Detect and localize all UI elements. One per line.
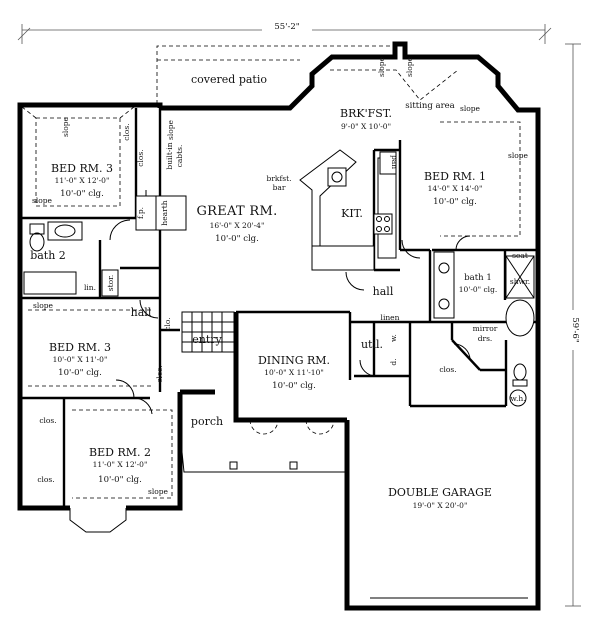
kitchen-counters — [299, 149, 397, 271]
closet-label-5: clos. — [39, 416, 56, 425]
bath2-fixtures — [23, 221, 119, 297]
porch-label: porch — [191, 415, 223, 428]
dining-size: 10'-0" X 11'-10" — [264, 368, 324, 377]
entry-tile — [181, 311, 235, 353]
closet-label-4: clos. — [155, 365, 164, 382]
garage-label: DOUBLE GARAGE — [388, 486, 492, 499]
linen-closet-label: lin. — [84, 283, 96, 292]
bay-window — [69, 508, 127, 533]
hall-right-label: hall — [373, 285, 394, 298]
bed3-mid-ceiling: 10'-0" clg. — [58, 368, 102, 378]
brkfst-bar-label-2: bar — [273, 183, 286, 192]
bed3-top-label: BED RM. 3 — [51, 162, 113, 175]
bed2-label: BED RM. 2 — [89, 446, 151, 459]
closet-label-7: clos. — [439, 365, 456, 374]
covered-patio-outline — [156, 45, 390, 104]
kitchen-label: KIT. — [341, 207, 363, 220]
closet-label-6: clos. — [37, 475, 54, 484]
pantry-label: pan — [390, 155, 399, 169]
depth-dimension: 59'-6" — [570, 317, 580, 342]
builtin-label: built-in — [165, 142, 174, 169]
slope-label-7: slope — [508, 151, 529, 160]
bed2-ceiling: 10'-0" clg. — [98, 475, 142, 485]
bath1-ceiling: 10'-0" clg. — [459, 285, 498, 294]
bed3-top-size: 11'-0" X 12'-0" — [55, 176, 110, 185]
great-room-size: 16'-0" X 20'-4" — [210, 221, 265, 230]
cabinets-label: cabts. — [175, 145, 184, 168]
closet-label-3: clo. — [163, 317, 172, 330]
entry-label: entry — [192, 333, 222, 346]
slope-label-8: slope — [33, 301, 54, 310]
washer-label: w. — [389, 334, 398, 342]
slope-label-5: slope — [405, 56, 414, 77]
slope-label-6: slope — [460, 104, 481, 113]
slope-label-4: slope — [377, 56, 386, 77]
door-swings — [109, 219, 471, 415]
slope-label-1: slope — [61, 116, 70, 137]
brkfst-label: BRK'FST. — [340, 107, 392, 120]
bed1-size: 14'-0" X 14'-0" — [428, 184, 483, 193]
bath1-label: bath 1 — [464, 273, 492, 283]
dining-ceiling: 10'-0" clg. — [272, 381, 316, 391]
bed3-mid-size: 10'-0" X 11'-0" — [53, 355, 108, 364]
fireplace — [135, 190, 187, 231]
bath1-fixtures — [433, 251, 535, 407]
bed1-label: BED RM. 1 — [424, 170, 486, 183]
seat-label: seat — [512, 251, 528, 260]
brkfst-bar-label-1: brkfst. — [267, 174, 292, 183]
mirror-label: mirror — [473, 324, 498, 333]
exterior-walls — [17, 41, 541, 611]
shower-label: shwr. — [510, 277, 530, 286]
bed3-top-ceiling: 10'-0" clg. — [60, 189, 104, 199]
slope-label-3: slope — [166, 119, 175, 140]
slope-label-9: slope — [148, 487, 169, 496]
ceiling-slope-lines — [21, 69, 521, 499]
great-room-label: GREAT RM. — [196, 204, 277, 219]
util-label: util. — [361, 338, 383, 351]
bed2-size: 11'-0" X 12'-0" — [93, 460, 148, 469]
brkfst-size: 9'-0" X 10'-0" — [341, 122, 391, 131]
closet-label-1: clos. — [122, 123, 131, 140]
closet-label-2: clos. — [136, 149, 145, 166]
dining-label: DINING RM. — [258, 354, 330, 367]
dryer-label: d. — [389, 358, 398, 365]
hall-left-label: hall — [131, 306, 152, 319]
bed1-ceiling: 10'-0" clg. — [433, 197, 477, 207]
bed3-mid-label: BED RM. 3 — [49, 341, 111, 354]
sitting-area-label: sitting area — [405, 101, 454, 111]
water-heater-label: w.h. — [510, 394, 525, 403]
mirror-doors-label: drs. — [478, 334, 493, 343]
fireplace-label: f.p. — [136, 207, 145, 219]
bath2-label: bath 2 — [30, 249, 66, 262]
linen-label: linen — [381, 313, 400, 322]
dimension-lines — [17, 20, 583, 607]
storage-label: stor. — [106, 275, 115, 292]
great-room-ceiling: 10'-0" clg. — [215, 234, 259, 244]
covered-patio-label: covered patio — [191, 73, 267, 86]
porch-outline — [179, 419, 347, 473]
hearth-label: hearth — [160, 200, 169, 225]
slope-label-2: slope — [32, 196, 53, 205]
width-dimension: 55'-2" — [274, 22, 299, 32]
garage-size: 19'-0" X 20'-0" — [413, 501, 468, 510]
